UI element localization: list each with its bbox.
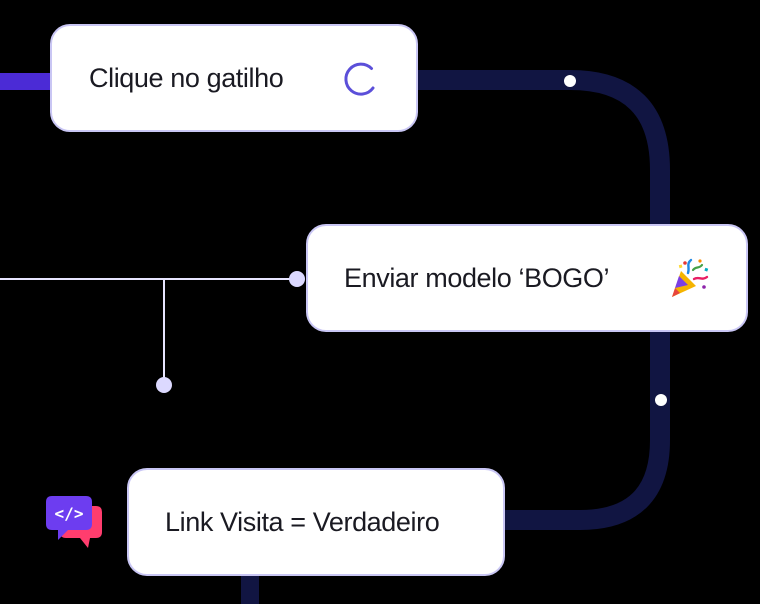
loading-spinner-icon — [341, 59, 381, 99]
code-glyph: </> — [55, 504, 84, 523]
code-chat-icon: </> — [44, 494, 104, 550]
party-popper-icon — [666, 257, 710, 301]
connector-node-dot[interactable] — [289, 271, 305, 287]
trigger-card-label: Clique no gatilho — [89, 62, 284, 93]
connector-node-dot[interactable] — [564, 75, 576, 87]
connector-accent-incoming — [0, 73, 52, 90]
connector-node-dot[interactable] — [156, 377, 172, 393]
condition-card[interactable]: Link Visita = Verdadeiro — [127, 468, 505, 576]
trigger-card[interactable]: Clique no gatilho — [50, 24, 418, 132]
connector-node-dot[interactable] — [655, 394, 667, 406]
send-template-card[interactable]: Enviar modelo ‘BOGO’ — [306, 224, 748, 332]
send-template-card-label: Enviar modelo ‘BOGO’ — [344, 262, 610, 293]
condition-card-label: Link Visita = Verdadeiro — [165, 506, 440, 537]
